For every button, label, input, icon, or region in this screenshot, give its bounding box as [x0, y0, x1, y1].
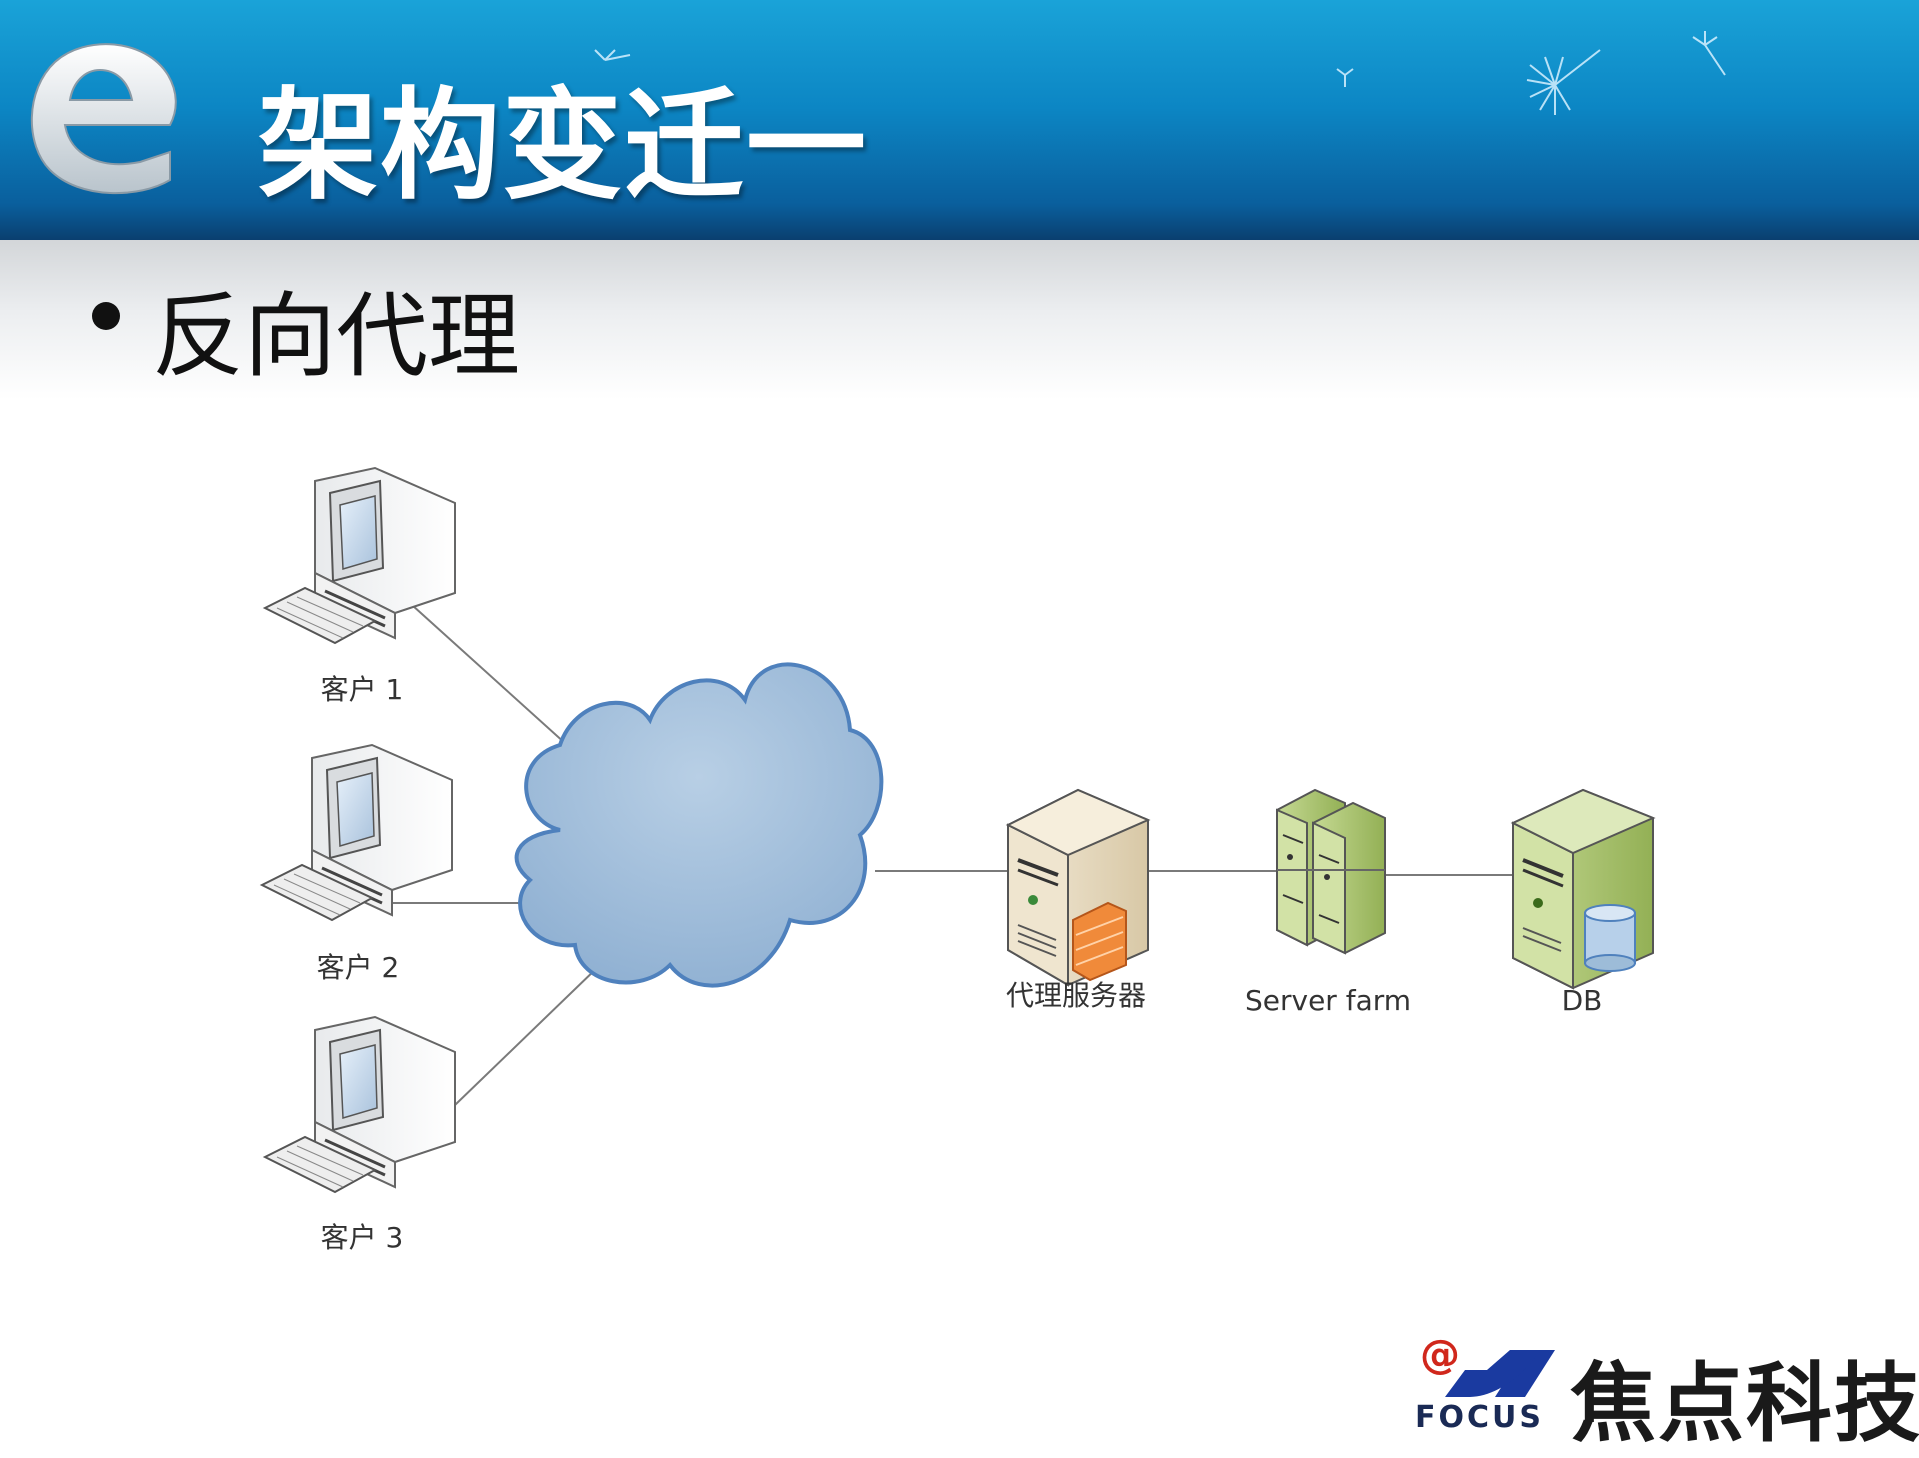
client-computer-icon: [262, 466, 456, 645]
proxy-server-icon: [1005, 788, 1151, 987]
focus-logo-icon: [1445, 1350, 1555, 1397]
slide-subtitle: 反向代理: [152, 283, 521, 390]
proxy-server-label: 代理服务器: [1005, 979, 1147, 1012]
header-band: [0, 240, 1919, 400]
slide-header: 架构变迁一: [0, 0, 1919, 240]
internet-cloud-icon: [514, 662, 884, 988]
db-cylinder-icon: [1584, 904, 1636, 972]
client-1-label: 客户 1: [320, 673, 404, 706]
server-farm-label: Server farm: [1244, 984, 1412, 1017]
e-logo-icon: [30, 43, 177, 195]
client-computer-icon: [262, 1015, 456, 1194]
database-server-icon: [1510, 788, 1656, 990]
client-2-label: 客户 2: [316, 951, 400, 984]
network-diagram: [259, 466, 1656, 1194]
firewall-icon: [1072, 901, 1127, 982]
brand-english: FOCUS: [1415, 1400, 1544, 1435]
bullet-dot: [92, 302, 120, 330]
at-symbol: @: [1420, 1332, 1460, 1378]
slide-title: 架构变迁一: [258, 77, 868, 216]
client-computer-icon: [259, 743, 453, 922]
brand-chinese: 焦点科技: [1570, 1354, 1919, 1454]
link-client3-cloud: [454, 964, 601, 1106]
server-farm-icon: [1276, 788, 1386, 955]
client-3-label: 客户 3: [320, 1221, 404, 1254]
db-label: DB: [1561, 984, 1603, 1017]
dandelion-decoration: [594, 31, 1726, 115]
